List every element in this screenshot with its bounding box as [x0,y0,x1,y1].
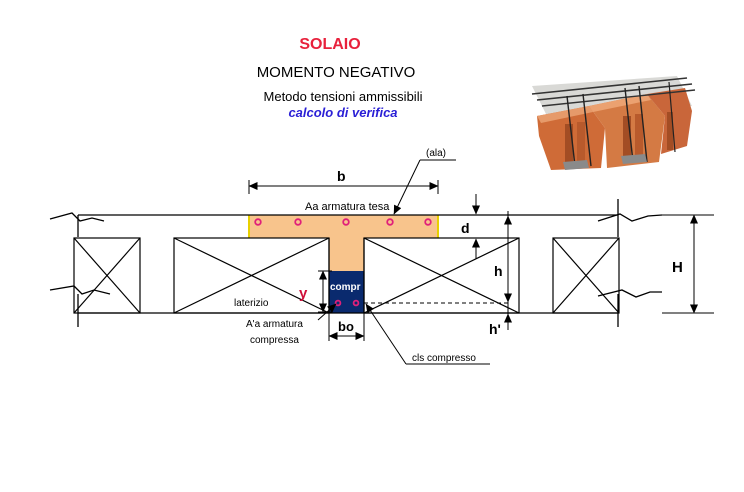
dimension-H [662,214,714,314]
label-brick: laterizio [234,298,269,309]
label-compressed-concrete: cls compresso [412,353,476,364]
label-d: d [461,220,470,236]
tension-rebars [254,218,432,226]
verify-text: calcolo di verifica [288,105,398,120]
label-ala: (ala) [426,148,446,159]
ala-leader [393,159,456,215]
label-compression-steel-1: A'a armatura [246,319,303,330]
label-h: h [494,263,503,279]
concrete-flange [248,215,439,271]
slab-outline [49,199,663,327]
dimension-bo [328,313,365,341]
rebar-dot-icon [342,218,350,226]
brick-blocks [73,237,620,314]
label-h-prime: h' [489,321,501,337]
page-title: SOLAIO [299,36,361,53]
label-compression-steel-2: compressa [250,335,299,346]
dimension-h-prime [504,312,522,323]
rebar-dot-icon [352,299,360,307]
compressed-concrete-leader [365,303,490,365]
rebar-dot-icon [424,218,432,226]
rebar-dot-icon [386,218,394,226]
label-tension-steel: Aa armatura tesa [305,201,390,213]
label-bo: bo [338,319,354,334]
method-text: Metodo tensioni ammissibili [263,89,423,104]
label-H: H [672,259,683,276]
compressed-zone-label: compr [330,282,361,293]
label-y: y [299,285,308,302]
rib-outline [328,238,365,313]
compression-steel-leader [317,303,337,321]
compression-rebars [334,299,360,307]
page-subtitle: MOMENTO NEGATIVO [256,64,416,81]
rebar-dot-icon [254,218,262,226]
dimension-b [248,180,439,194]
label-b: b [337,168,346,184]
rebar-dot-icon [294,218,302,226]
slab-photo-icon [527,76,697,172]
dimension-d [444,194,508,259]
rebar-dot-icon [334,299,342,307]
